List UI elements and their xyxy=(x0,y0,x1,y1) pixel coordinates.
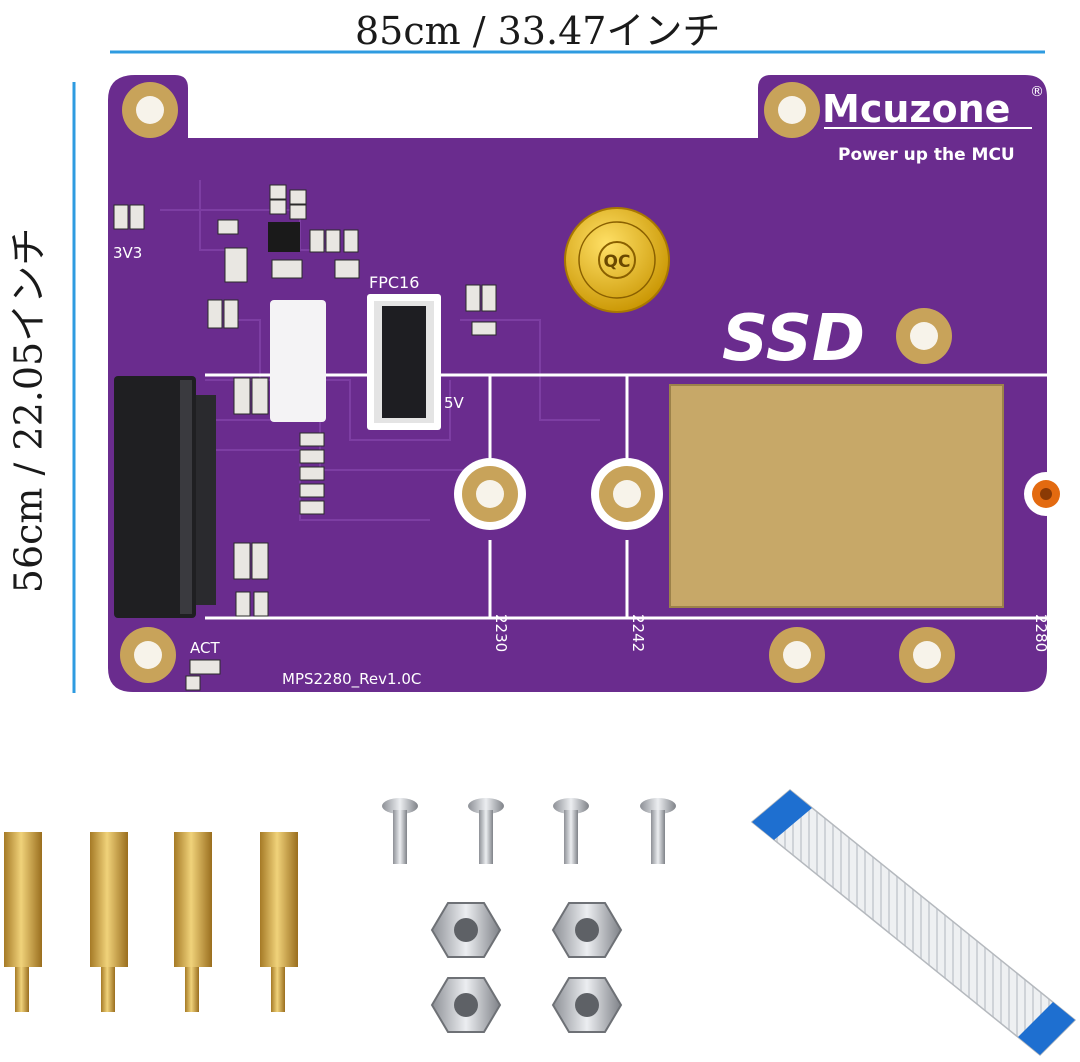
rail-label: 3V3 xyxy=(113,244,142,262)
standoff xyxy=(4,832,42,1012)
hex-nut xyxy=(551,977,623,1033)
screw xyxy=(468,798,504,864)
hex-nuts xyxy=(430,902,623,1033)
brand-logo: Mcuzone xyxy=(822,87,1010,131)
registered-mark: ® xyxy=(1030,84,1044,100)
fpc-label: FPC16 xyxy=(369,273,419,292)
smd-components xyxy=(113,184,497,691)
hex-nut xyxy=(430,977,502,1033)
brand-tagline: Power up the MCU xyxy=(838,145,1015,165)
screw xyxy=(382,798,418,864)
width-dimension-label: 85cm / 33.47インチ xyxy=(355,9,721,53)
brass-standoffs xyxy=(4,832,298,1012)
qc-seal: QC xyxy=(564,207,670,313)
screw xyxy=(640,798,676,864)
standoff xyxy=(90,832,128,1012)
mount-label-2280: 2280 xyxy=(1032,614,1050,652)
voltage-label: 5V xyxy=(444,394,465,412)
ssd-slot-outline xyxy=(205,373,1052,620)
ssd-pad-area xyxy=(670,385,1003,607)
qc-seal-text: QC xyxy=(604,252,631,272)
ic-chip xyxy=(268,222,300,252)
revision-label: MPS2280_Rev1.0C xyxy=(282,670,421,689)
board-cutout xyxy=(270,300,326,422)
screw xyxy=(553,798,589,864)
mount-label-2242: 2242 xyxy=(629,614,647,652)
mount-label-2230: 2230 xyxy=(492,614,510,652)
screws xyxy=(382,798,676,864)
standoff xyxy=(260,832,298,1012)
m2-connector xyxy=(114,376,216,618)
hex-nut xyxy=(551,902,623,958)
ribbon-cable xyxy=(750,789,1077,1057)
act-label: ACT xyxy=(190,639,220,657)
hex-nut xyxy=(430,902,502,958)
ssd-label: SSD xyxy=(722,302,865,376)
mounting-holes xyxy=(120,82,1068,683)
fpc-connector xyxy=(367,294,441,430)
standoff xyxy=(174,832,212,1012)
